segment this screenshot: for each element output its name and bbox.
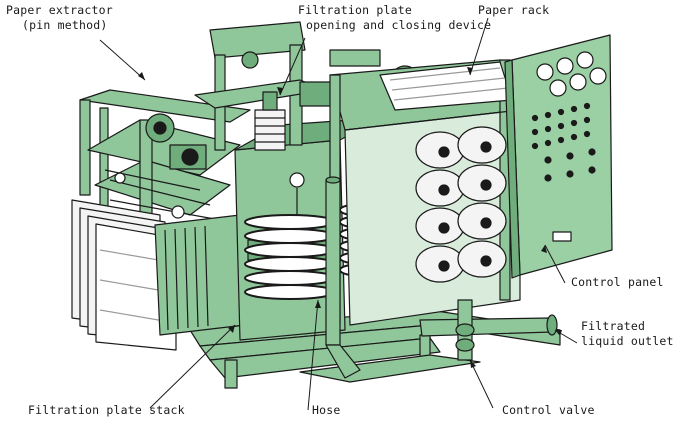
hose-pipe	[325, 176, 361, 379]
label-control-panel: Control panel	[571, 275, 664, 289]
paper-extractor	[79, 89, 251, 226]
control-panel	[504, 34, 613, 279]
label-paper-extractor: Paper extractor	[6, 3, 113, 17]
filtration-plate-stack	[154, 214, 246, 336]
liquid-outlet-pipe	[419, 299, 558, 361]
label-hose: Hose	[312, 403, 341, 417]
leader-lines	[99, 17, 578, 411]
label-filtration-plate-stack: Filtration plate stack	[28, 403, 185, 417]
label-filtrated-line2: liquid outlet	[581, 334, 674, 348]
pressure-gauge	[289, 172, 305, 215]
label-pin-method: (pin method)	[22, 18, 108, 32]
label-filtration-plate-line2: opening and closing device	[306, 18, 492, 32]
label-control-valve: Control valve	[502, 403, 595, 417]
label-filtrated-line1: Filtrated	[581, 319, 646, 333]
label-filtration-plate-line1: Filtration plate	[298, 3, 412, 17]
label-paper-rack: Paper rack	[478, 3, 550, 17]
paper-rolls	[415, 126, 507, 283]
